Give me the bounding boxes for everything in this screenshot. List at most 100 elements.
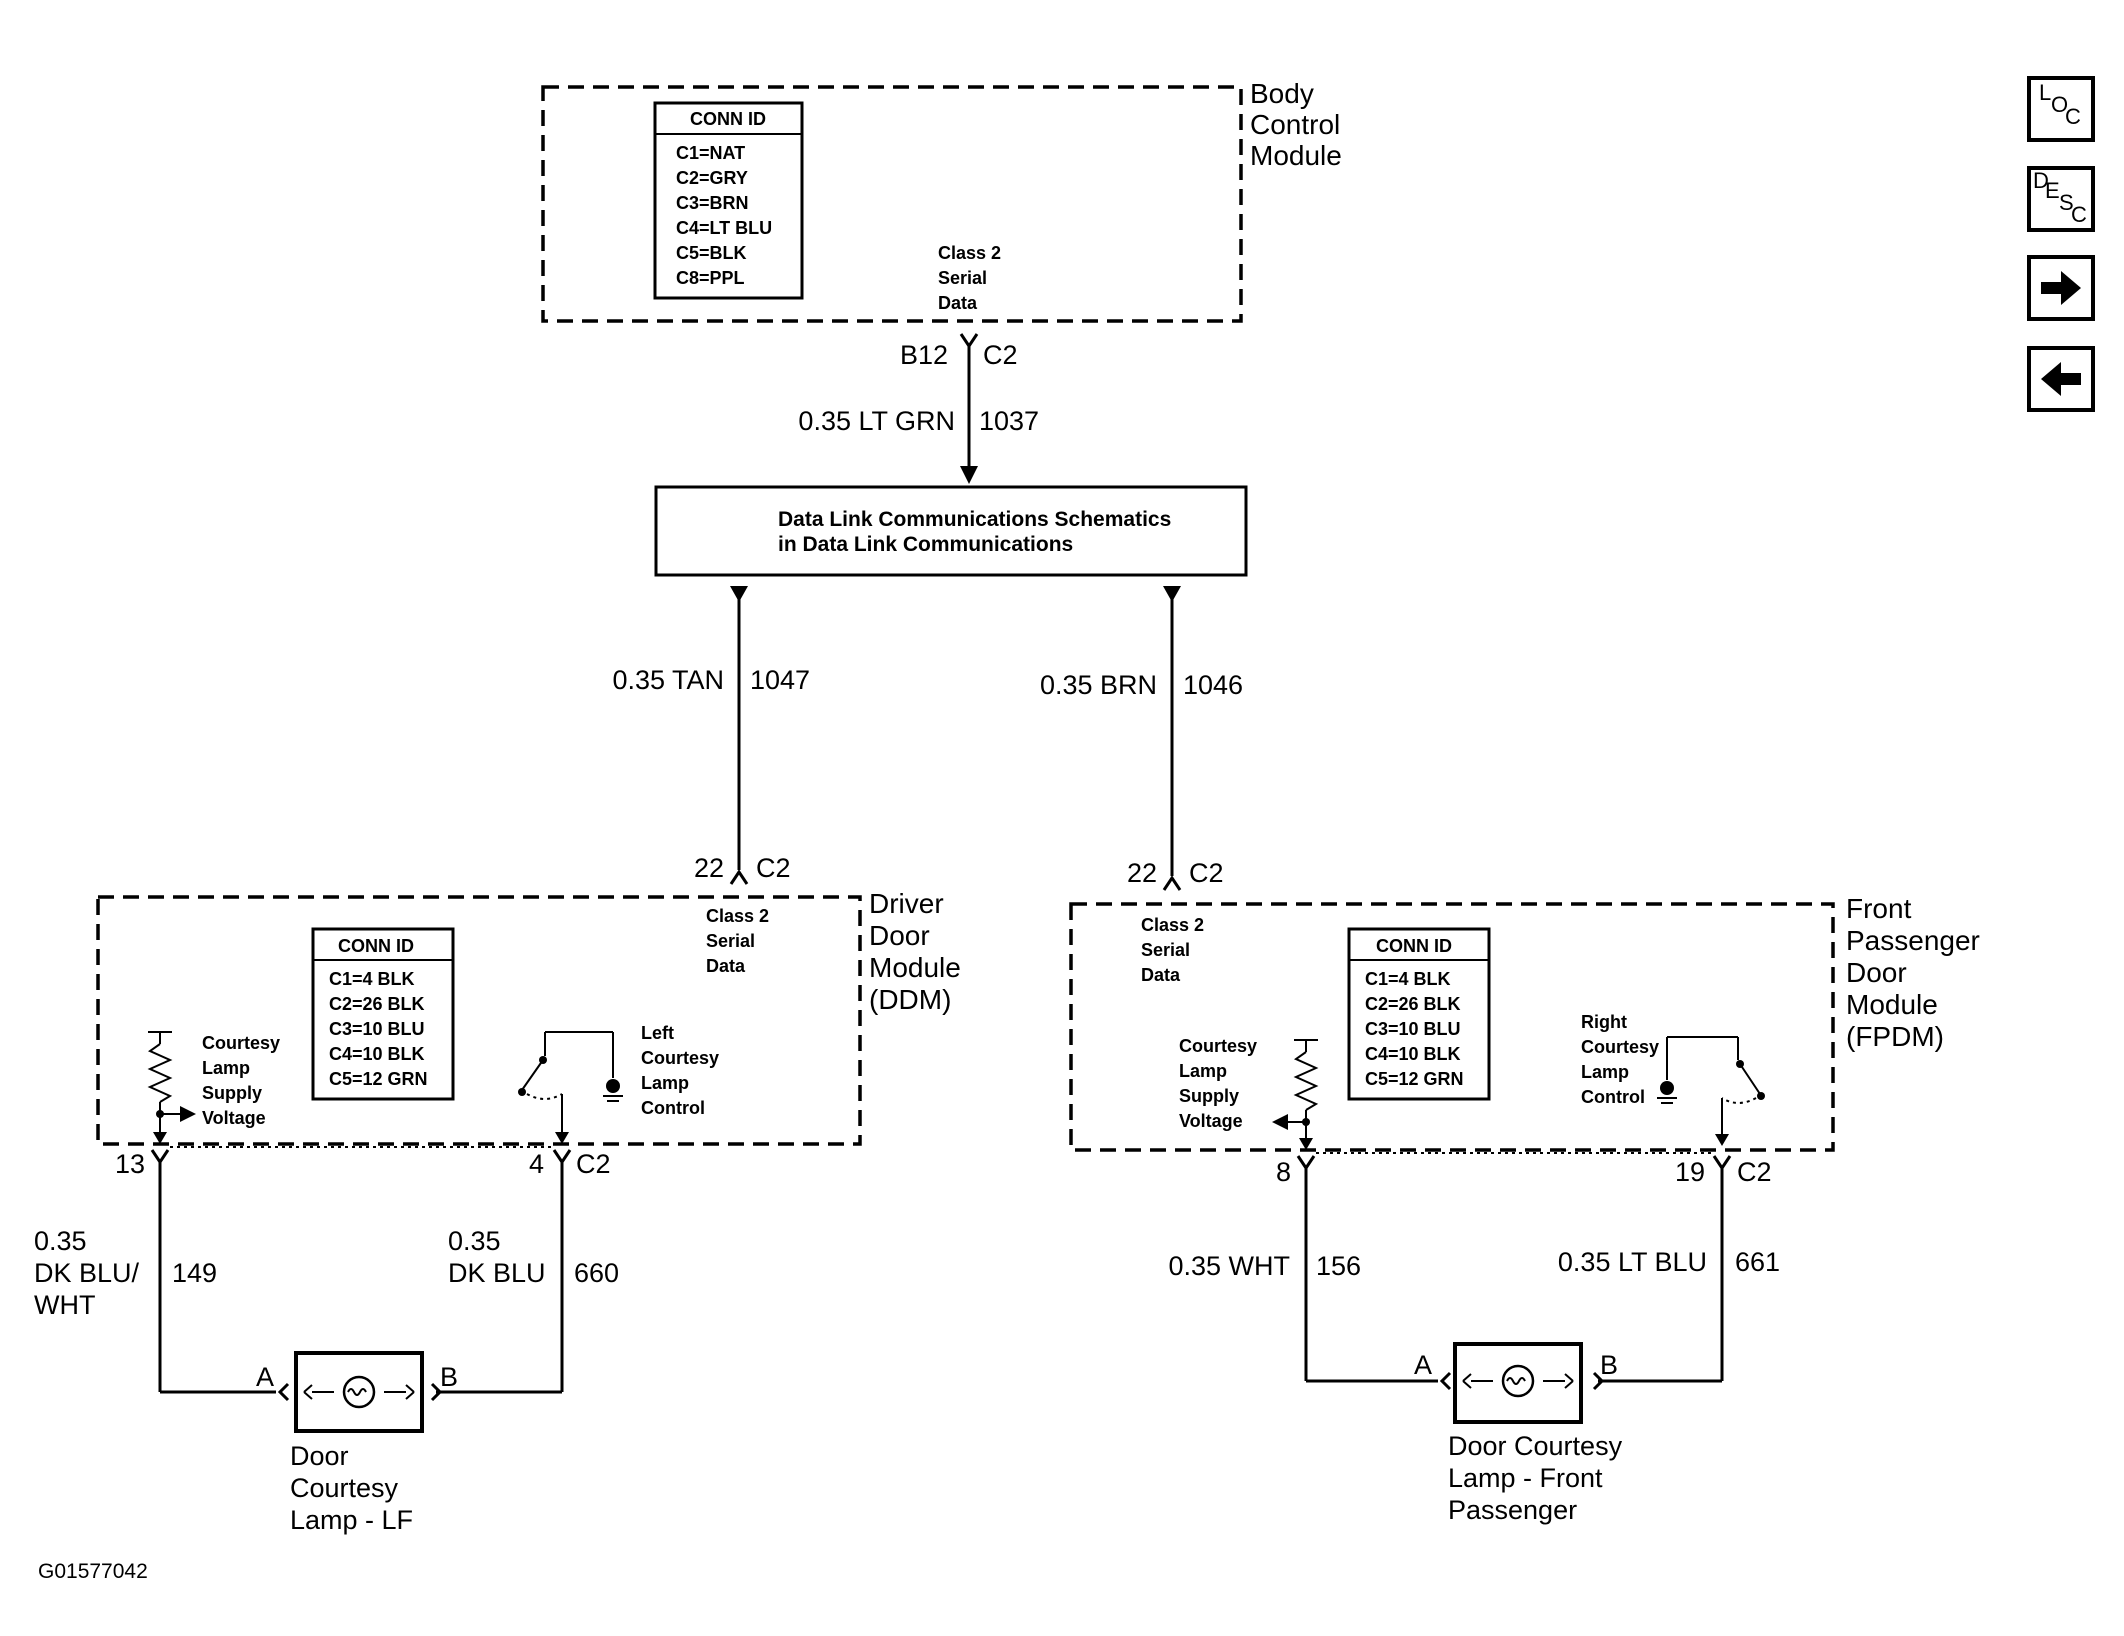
conn-item: C4=LT BLU bbox=[676, 218, 772, 238]
ddm-connector-top: C2 bbox=[756, 853, 791, 883]
control-line: Control bbox=[641, 1098, 705, 1118]
fpdm-name: Front Passenger Door Module (FPDM) bbox=[1846, 893, 1988, 1052]
supply-line: Lamp bbox=[1179, 1061, 1227, 1081]
class2-line: Serial bbox=[1141, 940, 1190, 960]
fpdm-name-line: (FPDM) bbox=[1846, 1021, 1944, 1052]
control-line: Control bbox=[1581, 1087, 1645, 1107]
data-link-line: in Data Link Communications bbox=[778, 533, 1073, 556]
conn-item: C5=12 GRN bbox=[1365, 1069, 1464, 1089]
fpdm-pin-top: 22 bbox=[1127, 858, 1157, 888]
figure-id: G01577042 bbox=[38, 1560, 148, 1583]
lamp-name-line: Courtesy bbox=[290, 1473, 399, 1503]
ddm-boundary bbox=[96, 895, 862, 1146]
supply-line: Voltage bbox=[1179, 1111, 1243, 1131]
fpdm-conn-id-title: CONN ID bbox=[1376, 936, 1452, 956]
data-link-text: Data Link Communications Schematics in D… bbox=[778, 508, 1177, 556]
wire-color-line: DK BLU/ bbox=[34, 1258, 140, 1288]
description-button[interactable]: D E S C bbox=[2027, 166, 2095, 232]
fpdm-name-line: Module bbox=[1846, 989, 1938, 1020]
wire-149-circuit: 149 bbox=[172, 1258, 217, 1288]
control-line: Courtesy bbox=[1581, 1037, 1659, 1057]
ddm-pin-a: 13 bbox=[115, 1149, 145, 1179]
lamp-lf-name: Door Courtesy Lamp - LF bbox=[290, 1441, 413, 1535]
supply-line: Courtesy bbox=[202, 1033, 280, 1053]
bcm-pin-label: B12 bbox=[900, 340, 948, 370]
ddm-pin-top: 22 bbox=[694, 853, 724, 883]
wire-1037-color: 0.35 LT GRN bbox=[798, 406, 955, 436]
wire-1046-circuit: 1046 bbox=[1183, 670, 1243, 700]
lamp-circuit-fp: 0.35 WHT 156 0.35 LT BLU 661 A B Door Co… bbox=[1168, 1168, 1780, 1525]
conn-item: C4=10 BLK bbox=[329, 1044, 425, 1064]
class2-line: Serial bbox=[706, 931, 755, 951]
fpdm-pin-a: 8 bbox=[1276, 1157, 1291, 1187]
lamp-name-line: Lamp - LF bbox=[290, 1505, 413, 1535]
wire-149-color: 0.35 DK BLU/ WHT bbox=[34, 1226, 147, 1320]
control-line: Courtesy bbox=[641, 1048, 719, 1068]
supply-line: Lamp bbox=[202, 1058, 250, 1078]
class2-line: Data bbox=[706, 956, 746, 976]
supply-line: Courtesy bbox=[1179, 1036, 1257, 1056]
ddm-class2-label: Class 2 Serial Data bbox=[706, 906, 774, 976]
fpdm-connector-top: C2 bbox=[1189, 858, 1224, 888]
wire-661-color: 0.35 LT BLU bbox=[1558, 1247, 1707, 1277]
lamp-name-line: Door bbox=[290, 1441, 349, 1471]
driver-door-module: 22 C2 Driver Door Module (DDM) Class 2 S… bbox=[96, 853, 969, 1179]
data-link-line: Data Link Communications Schematics bbox=[778, 508, 1171, 531]
ddm-conn-id-title: CONN ID bbox=[338, 936, 414, 956]
loc-letter: L bbox=[2039, 80, 2051, 105]
connector-symbol bbox=[959, 333, 979, 349]
control-line: Right bbox=[1581, 1012, 1627, 1032]
bcm-name-line: Body bbox=[1250, 78, 1314, 109]
location-button[interactable]: L O C bbox=[2027, 76, 2095, 142]
arrow-head bbox=[960, 466, 978, 484]
connector-symbol bbox=[552, 1149, 572, 1165]
supply-line: Voltage bbox=[202, 1108, 266, 1128]
lamp-lf-terminal-a: A bbox=[256, 1362, 274, 1392]
wire-color-line: 0.35 bbox=[34, 1226, 87, 1256]
ddm-control-switch bbox=[518, 1031, 623, 1144]
wire-1046-color: 0.35 BRN bbox=[1040, 670, 1157, 700]
loc-letter: O bbox=[2051, 92, 2068, 117]
lamp-name-line: Door Courtesy bbox=[1448, 1431, 1623, 1461]
wire-156-circuit: 156 bbox=[1316, 1251, 1361, 1281]
wire-color-line: DK BLU bbox=[448, 1258, 546, 1288]
lamp-name-line: Passenger bbox=[1448, 1495, 1577, 1525]
ddm-name-line: Module bbox=[869, 952, 961, 983]
wire-661-circuit: 661 bbox=[1735, 1247, 1780, 1277]
bcm-connector-label: C2 bbox=[983, 340, 1018, 370]
wire-1047-circuit: 1047 bbox=[750, 665, 810, 695]
ddm-name-line: Driver bbox=[869, 888, 944, 919]
desc-icon: D E S C bbox=[2033, 170, 2087, 227]
class2-line: Class 2 bbox=[1141, 915, 1204, 935]
bcm-conn-id-table bbox=[653, 101, 804, 300]
ddm-name-line: Door bbox=[869, 920, 930, 951]
supply-line: Supply bbox=[1179, 1086, 1239, 1106]
fpdm-name-line: Passenger bbox=[1846, 925, 1980, 956]
conn-item: C2=GRY bbox=[676, 168, 748, 188]
wire-1047: 0.35 TAN 1047 bbox=[612, 586, 810, 885]
fpdm-class2-label: Class 2 Serial Data bbox=[1141, 915, 1209, 985]
ddm-name-line: (DDM) bbox=[869, 984, 951, 1015]
connector-symbol bbox=[150, 1149, 170, 1165]
ddm-control-label: Left Courtesy Lamp Control bbox=[641, 1023, 724, 1118]
fpdm-name-line: Door bbox=[1846, 957, 1907, 988]
conn-item: C1=4 BLK bbox=[329, 969, 415, 989]
connector-symbol bbox=[729, 869, 749, 885]
wire-1037-circuit: 1037 bbox=[979, 406, 1039, 436]
next-button[interactable] bbox=[2027, 255, 2095, 321]
lamp-bulb-icon bbox=[342, 1375, 376, 1409]
data-link-box bbox=[654, 485, 1248, 577]
conn-item: C5=12 GRN bbox=[329, 1069, 428, 1089]
control-line: Left bbox=[641, 1023, 674, 1043]
previous-button[interactable] bbox=[2027, 346, 2095, 412]
conn-item: C1=NAT bbox=[676, 143, 745, 163]
bcm-conn-id-list: C1=NAT C2=GRY C3=BRN C4=LT BLU C5=BLK C8… bbox=[676, 143, 777, 288]
fpdm-boundary bbox=[1069, 902, 1835, 1152]
class2-line: Data bbox=[1141, 965, 1181, 985]
conn-item: C3=10 BLU bbox=[1365, 1019, 1461, 1039]
loc-icon: L O C bbox=[2039, 80, 2081, 129]
control-line: Lamp bbox=[641, 1073, 689, 1093]
bcm-boundary bbox=[541, 85, 1243, 323]
fpdm-control-label: Right Courtesy Lamp Control bbox=[1581, 1012, 1664, 1107]
ddm-name: Driver Door Module (DDM) bbox=[869, 888, 969, 1015]
